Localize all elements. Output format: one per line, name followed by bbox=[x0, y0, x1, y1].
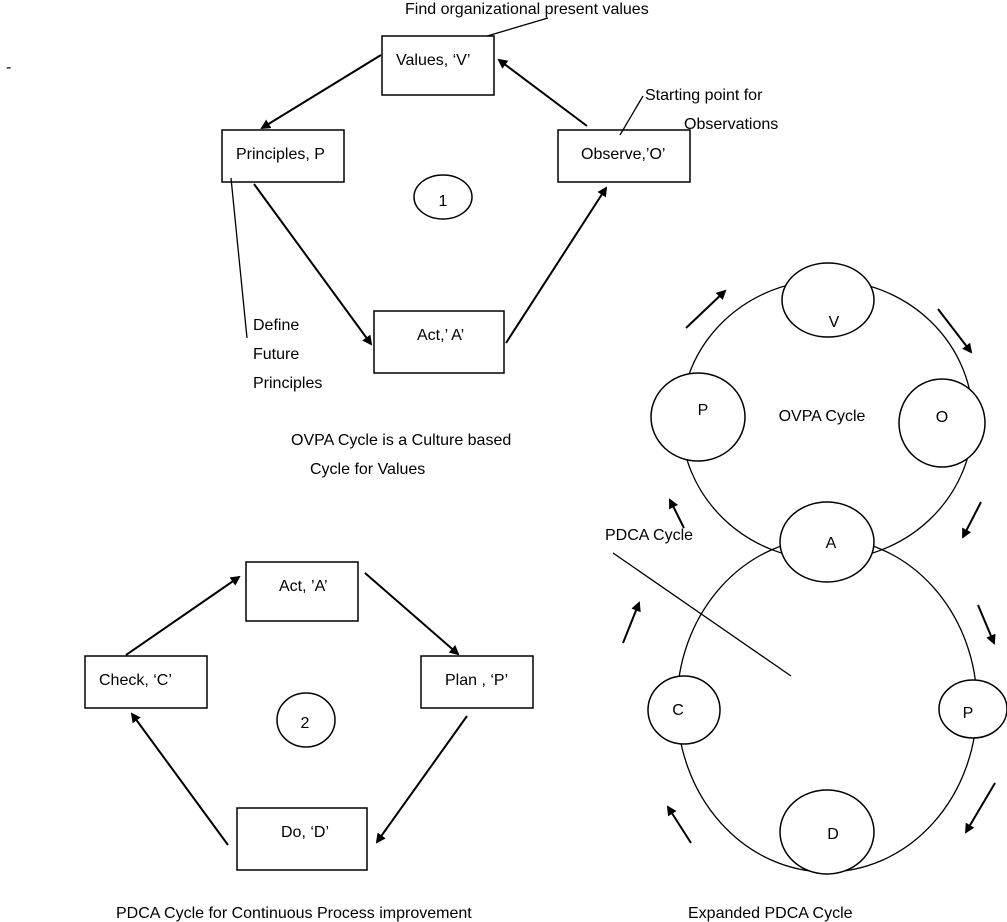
box-principles-label: Principles, P bbox=[236, 146, 325, 163]
node-v[interactable] bbox=[781, 262, 875, 338]
direction-arrow bbox=[937, 308, 973, 354]
cycle-number-2 bbox=[276, 692, 336, 748]
arrow-check-to-act bbox=[125, 575, 241, 656]
node-c-label: C bbox=[672, 702, 684, 719]
cycle-number-2-label: 2 bbox=[301, 715, 310, 732]
box-do-label: Do, ‘D’ bbox=[281, 824, 329, 841]
ovpa-cycle-label: OVPA Cycle bbox=[779, 408, 866, 425]
direction-arrow bbox=[977, 604, 996, 645]
box-do[interactable] bbox=[236, 807, 368, 871]
node-p-top[interactable] bbox=[650, 372, 746, 462]
annotation-leader-observe bbox=[619, 95, 644, 136]
arrow-do-to-check bbox=[130, 712, 229, 846]
annotation-observe-line2: Observations bbox=[684, 116, 778, 133]
box-act[interactable] bbox=[245, 561, 359, 622]
node-o[interactable] bbox=[898, 378, 986, 468]
arrow-values-to-principles bbox=[260, 54, 382, 130]
direction-arrow bbox=[666, 805, 692, 844]
ovpa-caption-line2: Cycle for Values bbox=[310, 461, 425, 478]
direction-arrow bbox=[622, 601, 641, 644]
box-values-label: Values, ‘V’ bbox=[396, 52, 470, 69]
arrow-act-to-plan bbox=[364, 572, 460, 656]
annotation-find-values: Find organizational present values bbox=[405, 1, 649, 18]
arrow-plan-to-do bbox=[375, 715, 468, 844]
box-values[interactable] bbox=[381, 35, 495, 96]
ovpa-caption-line1: OVPA Cycle is a Culture based bbox=[291, 432, 511, 449]
node-a[interactable] bbox=[779, 501, 875, 583]
annotation-leader-principles bbox=[230, 177, 248, 339]
cycle-number-1 bbox=[413, 174, 473, 220]
pdca-diagram: Act, ’A’ Check, ‘C’ Plan , ‘P’ Do, ‘D’ 2… bbox=[84, 561, 534, 922]
node-p-top-label: P bbox=[698, 402, 709, 419]
expanded-pdca-caption: Expanded PDCA Cycle bbox=[688, 905, 853, 922]
direction-arrow bbox=[685, 289, 727, 329]
annotation-observe-line1: Starting point for bbox=[645, 87, 763, 104]
node-p-bottom[interactable] bbox=[938, 679, 1007, 739]
cycle-number-1-label: 1 bbox=[439, 193, 448, 210]
box-check[interactable] bbox=[84, 655, 208, 709]
node-d-label: D bbox=[827, 826, 839, 843]
box-act-label: Act, ’A’ bbox=[279, 578, 328, 595]
annotation-principles-line3: Principles bbox=[253, 375, 322, 392]
node-a-label: A bbox=[826, 535, 837, 552]
direction-arrow bbox=[669, 498, 685, 529]
arrow-observe-to-values bbox=[497, 58, 588, 127]
box-act-label: Act,’ A’ bbox=[417, 327, 464, 344]
node-d[interactable] bbox=[779, 789, 875, 875]
box-principles[interactable] bbox=[221, 129, 345, 183]
annotation-principles-line2: Future bbox=[253, 346, 299, 363]
direction-arrow bbox=[964, 782, 996, 834]
direction-arrow bbox=[962, 501, 982, 539]
node-c[interactable] bbox=[647, 675, 721, 745]
expanded-pdca-diagram: V V P O OVPA Cycle A C P D PDCA Cycle Ex… bbox=[605, 262, 1007, 922]
arrow-act-to-observe bbox=[505, 186, 608, 344]
box-plan[interactable] bbox=[420, 655, 534, 709]
ovpa-diagram: Find organizational present values Value… bbox=[221, 1, 778, 478]
pdca-cycle-label: PDCA Cycle bbox=[605, 527, 693, 544]
node-o-label: O bbox=[936, 409, 948, 426]
box-observe[interactable] bbox=[557, 129, 691, 183]
node-v-text: V bbox=[829, 314, 840, 331]
pdca-caption: PDCA Cycle for Continuous Process improv… bbox=[116, 905, 472, 922]
box-observe-label: Observe,’O’ bbox=[581, 146, 665, 163]
annotation-principles-line1: Define bbox=[253, 317, 299, 334]
arrow-principles-to-act bbox=[253, 183, 373, 346]
node-p-bottom-label: P bbox=[963, 705, 974, 722]
stray-mark: - bbox=[6, 59, 11, 76]
box-check-label: Check, ‘C’ bbox=[99, 672, 172, 689]
box-act[interactable] bbox=[373, 310, 505, 374]
box-plan-label: Plan , ‘P’ bbox=[445, 672, 508, 689]
pdca-label-leader bbox=[612, 552, 792, 677]
